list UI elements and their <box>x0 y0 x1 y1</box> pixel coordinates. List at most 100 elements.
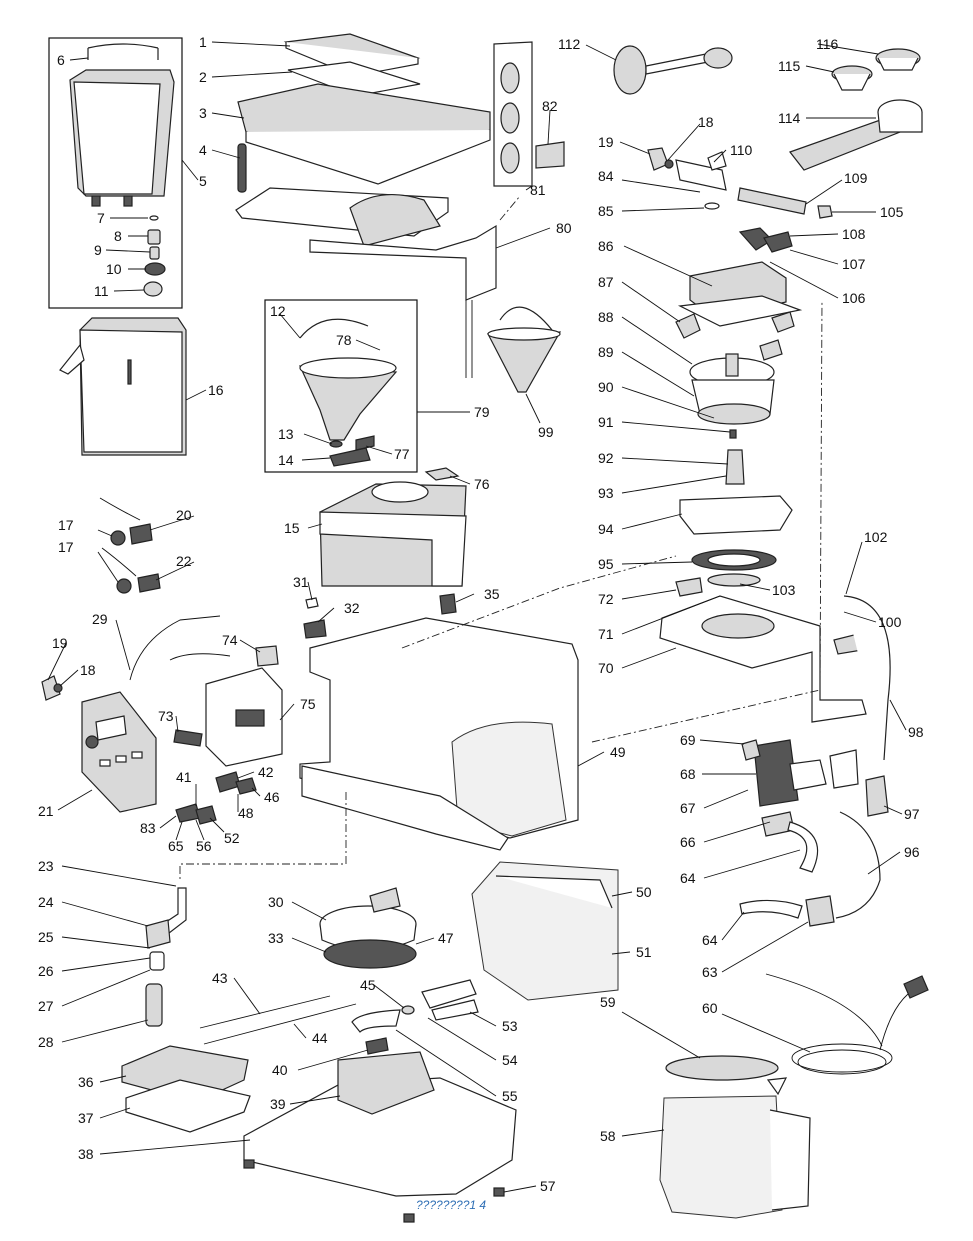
label-29: 29 <box>92 611 108 627</box>
label-78: 78 <box>336 332 352 348</box>
circuit-board <box>173 645 283 767</box>
label-50: 50 <box>636 884 652 900</box>
label-17a: 17 <box>58 517 74 533</box>
power-cord <box>765 973 929 1075</box>
label-59: 59 <box>600 994 616 1010</box>
label-23: 23 <box>38 858 54 874</box>
label-55: 55 <box>502 1088 518 1104</box>
label-66: 66 <box>680 834 696 850</box>
main-body <box>299 617 579 851</box>
filter-cone <box>487 306 562 393</box>
label-15: 15 <box>284 520 300 536</box>
connectors <box>175 593 457 825</box>
label-67: 67 <box>680 800 696 816</box>
label-45: 45 <box>360 977 376 993</box>
label-94: 94 <box>598 521 614 537</box>
label-60: 60 <box>702 1000 718 1016</box>
label-93: 93 <box>598 485 614 501</box>
label-21: 21 <box>38 803 54 819</box>
label-85: 85 <box>598 203 614 219</box>
steam-valve-assembly <box>647 147 833 219</box>
pump-assembly <box>739 595 891 927</box>
label-54: 54 <box>502 1052 518 1068</box>
measuring-spoon <box>613 45 733 95</box>
label-24: 24 <box>38 894 54 910</box>
label-52: 52 <box>224 830 240 846</box>
filter-basket-group-box <box>264 299 418 473</box>
label-33: 33 <box>268 930 284 946</box>
label-90: 90 <box>598 379 614 395</box>
label-98: 98 <box>908 724 924 740</box>
label-116: 116 <box>816 36 839 52</box>
label-110: 110 <box>730 142 753 158</box>
label-100: 100 <box>878 614 902 630</box>
label-40: 40 <box>272 1062 288 1078</box>
label-32: 32 <box>344 600 360 616</box>
label-22: 22 <box>176 553 192 569</box>
label-38: 38 <box>78 1146 94 1162</box>
label-13: 13 <box>278 426 294 442</box>
water-tank-group-box <box>48 37 183 309</box>
label-115: 115 <box>778 58 801 74</box>
label-43: 43 <box>212 970 228 986</box>
label-19b: 19 <box>52 635 68 651</box>
label-39: 39 <box>270 1096 286 1112</box>
label-35: 35 <box>484 586 500 602</box>
label-5: 5 <box>199 173 207 189</box>
label-77: 77 <box>394 446 410 462</box>
label-19a: 19 <box>598 134 614 150</box>
label-64b: 64 <box>680 870 696 886</box>
label-87: 87 <box>598 274 614 290</box>
mounting-plate <box>659 577 867 723</box>
label-31: 31 <box>293 574 309 590</box>
label-10: 10 <box>106 261 122 277</box>
label-82: 82 <box>542 98 558 114</box>
label-109: 109 <box>844 170 868 186</box>
label-68: 68 <box>680 766 696 782</box>
label-71: 71 <box>598 626 614 642</box>
base-assembly <box>121 1037 517 1223</box>
heating-elements <box>199 979 479 1045</box>
label-83: 83 <box>140 820 156 836</box>
inner-shell <box>471 861 619 1001</box>
label-74: 74 <box>222 632 238 648</box>
label-105: 105 <box>880 204 904 220</box>
label-63: 63 <box>702 964 718 980</box>
label-7: 7 <box>97 210 105 226</box>
filter-holder <box>299 318 398 467</box>
label-36: 36 <box>78 1074 94 1090</box>
water-level-indicator <box>493 41 565 187</box>
label-49: 49 <box>610 744 626 760</box>
assembly-line-indicator <box>499 195 521 221</box>
label-58: 58 <box>600 1128 616 1144</box>
label-99: 99 <box>538 424 554 440</box>
water-reservoir <box>59 317 187 456</box>
label-80: 80 <box>556 220 572 236</box>
label-103: 103 <box>772 582 796 598</box>
label-16: 16 <box>208 382 224 398</box>
label-14: 14 <box>278 452 294 468</box>
label-12: 12 <box>270 303 286 319</box>
label-106: 106 <box>842 290 866 306</box>
label-57: 57 <box>540 1178 556 1194</box>
label-91: 91 <box>598 414 614 430</box>
label-17b: 17 <box>58 539 74 555</box>
label-84: 84 <box>598 168 614 184</box>
assembly-line-steam <box>179 792 347 880</box>
label-27: 27 <box>38 998 54 1014</box>
label-81: 81 <box>530 182 546 198</box>
label-73: 73 <box>158 708 174 724</box>
label-97: 97 <box>904 806 920 822</box>
label-6: 6 <box>57 52 65 68</box>
upper-housing <box>319 467 467 587</box>
label-114: 114 <box>778 110 801 126</box>
label-26: 26 <box>38 963 54 979</box>
label-88: 88 <box>598 309 614 325</box>
valve-parts <box>143 215 166 297</box>
label-30: 30 <box>268 894 284 910</box>
label-76: 76 <box>474 476 490 492</box>
label-96: 96 <box>904 844 920 860</box>
label-8: 8 <box>114 228 122 244</box>
label-1: 1 <box>199 34 207 50</box>
